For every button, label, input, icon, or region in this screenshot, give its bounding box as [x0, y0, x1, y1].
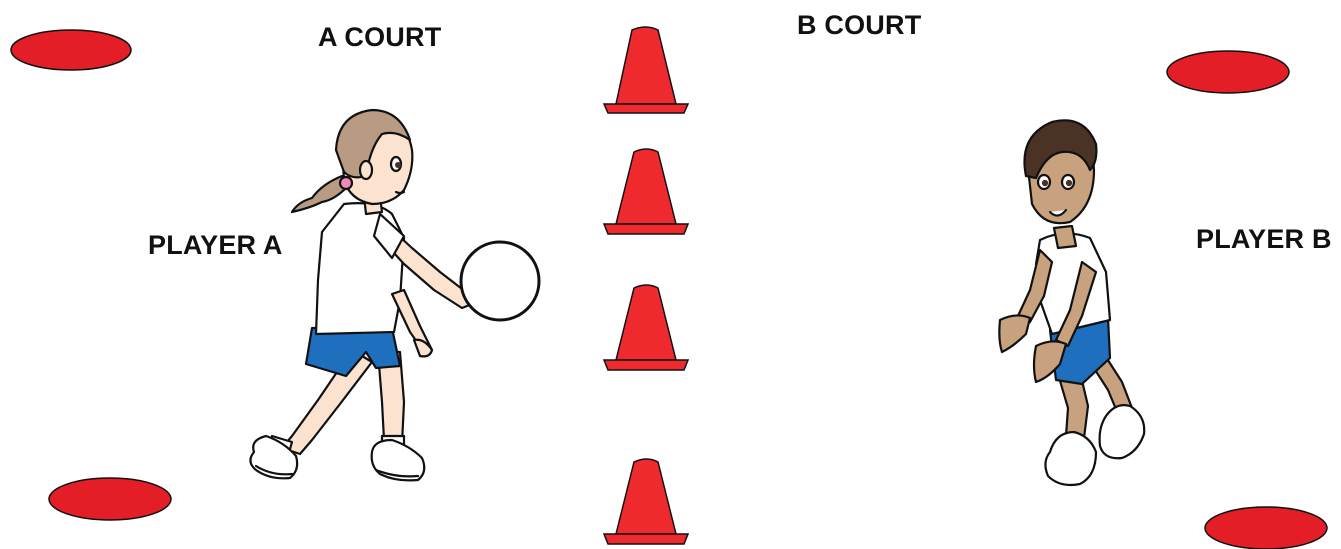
cone-icon [604, 459, 688, 544]
floor-marker-icon [1167, 51, 1289, 93]
player-a-label: PLAYER A [148, 232, 283, 259]
cone-icon [604, 27, 688, 113]
floor-marker-icon [49, 478, 171, 520]
cone-icon [604, 149, 688, 234]
court-a-label: A COURT [318, 24, 441, 51]
player-b-label: PLAYER B [1196, 226, 1332, 253]
court-b-label: B COURT [797, 12, 921, 39]
cone-icon [604, 285, 688, 370]
ball-icon [461, 242, 539, 320]
player-b-figure [999, 120, 1144, 485]
floor-marker-icon [11, 30, 131, 70]
player-a-figure [250, 110, 472, 480]
floor-marker-icon [1205, 507, 1327, 549]
